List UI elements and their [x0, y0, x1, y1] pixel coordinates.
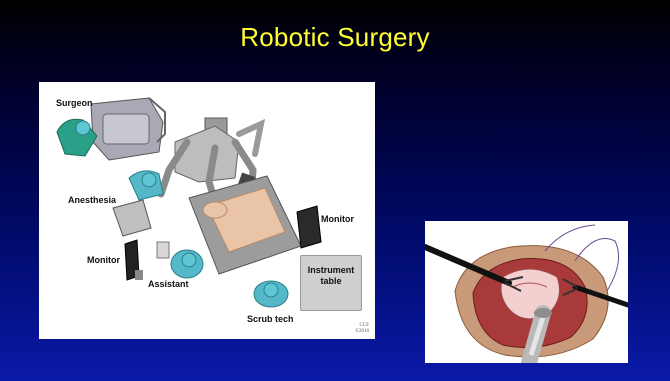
label-monitor-right: Monitor [321, 214, 354, 224]
operating-room-illustration: Surgeon Anesthesia Monitor Monitor Assis… [39, 82, 375, 339]
instrument-table: Instrument table [300, 255, 362, 311]
label-scrub-tech: Scrub tech [247, 314, 294, 324]
surgeon-console [91, 98, 165, 160]
illustration-credit: CCF ©2010 [355, 323, 369, 335]
instrument-table-label: Instrument table [301, 265, 361, 287]
surgical-field-drawing [425, 221, 628, 363]
surgical-field-illustration [425, 221, 628, 363]
label-assistant: Assistant [148, 279, 189, 289]
label-anesthesia: Anesthesia [68, 195, 116, 205]
credit-line-2: ©2010 [355, 329, 369, 335]
label-monitor-left: Monitor [87, 255, 120, 265]
label-surgeon: Surgeon [56, 98, 93, 108]
monitor-right-device [297, 206, 321, 248]
scrub-tech-figure [254, 281, 288, 307]
slide-title: Robotic Surgery [0, 22, 670, 53]
